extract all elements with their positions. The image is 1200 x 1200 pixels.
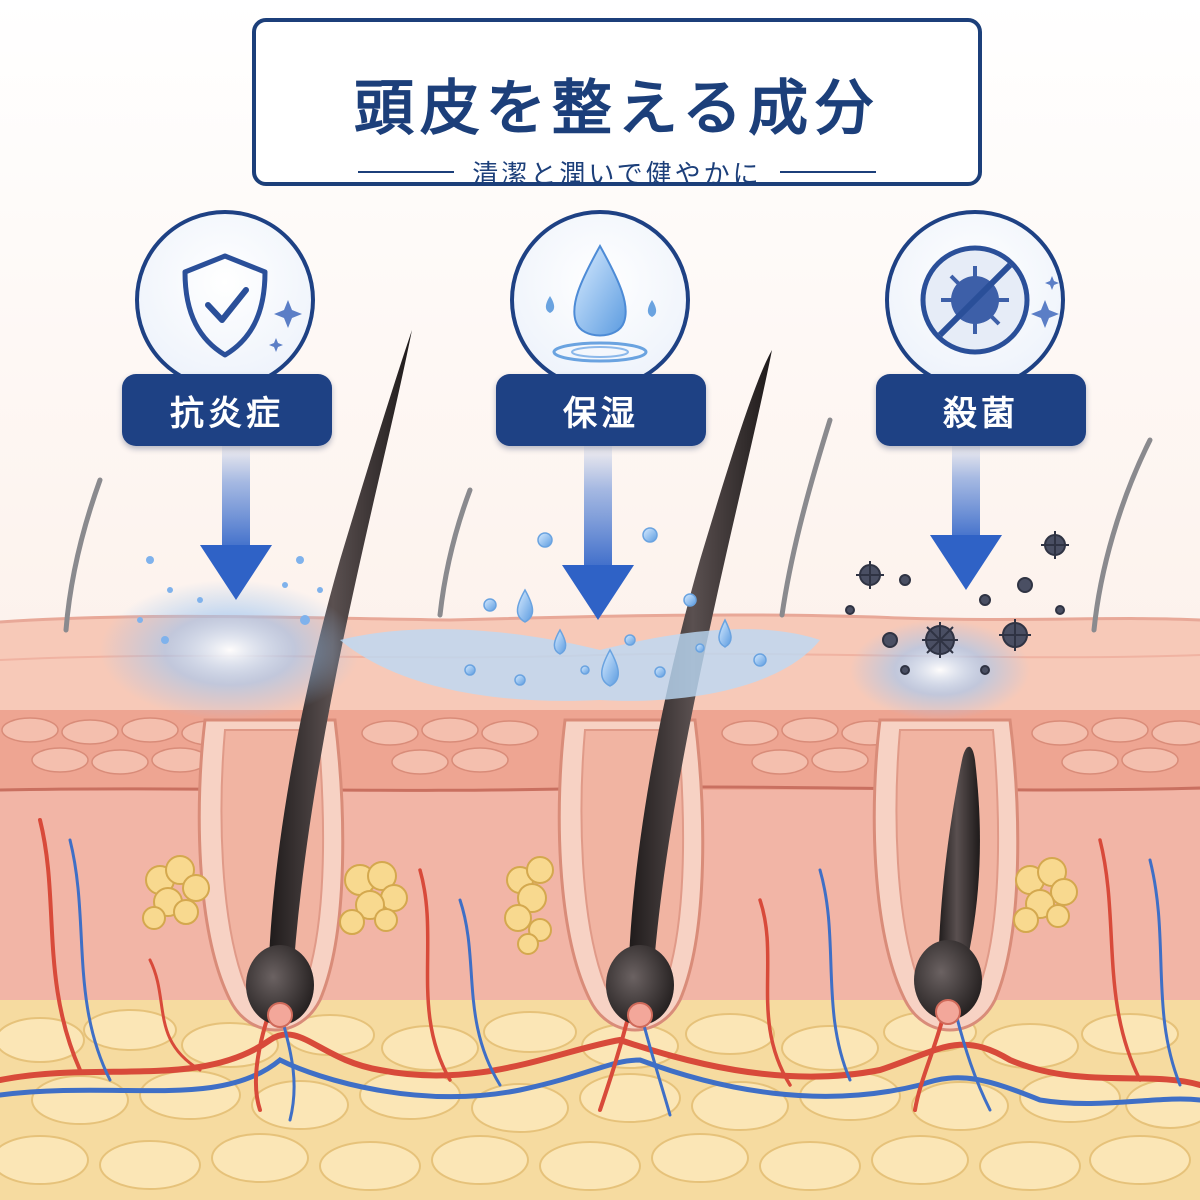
subtitle-divider-right (779, 171, 876, 173)
sebaceous-glands (142, 855, 1078, 955)
benefit-icons (135, 210, 1065, 390)
anti-inflammatory-spray (100, 556, 360, 720)
title-box: 頭皮を整える成分 清潔と潤いで健やかに (252, 18, 982, 190)
label-antibacterial: 殺菌 (876, 374, 1086, 446)
hair-shaft-1 (268, 330, 412, 990)
arrow-anti-inflammatory (200, 440, 272, 600)
subtitle-divider-left (358, 171, 455, 173)
arrow-moisturizing (562, 440, 634, 620)
hair-shaft-3 (938, 746, 980, 990)
hair-bulb-3 (914, 940, 982, 1020)
hair-bulb-1 (246, 945, 314, 1025)
page-subtitle: 清潔と潤いで健やかに (472, 159, 762, 190)
shield-check-icon (135, 210, 315, 390)
moisture-water (340, 527, 820, 701)
arrow-antibacterial (930, 440, 1002, 590)
effect-arrows (200, 440, 1002, 620)
no-germ-icon (885, 210, 1065, 390)
label-moisturizing: 保湿 (496, 374, 706, 446)
label-anti-inflammatory: 抗炎症 (122, 374, 332, 446)
subtitle-row: 清潔と潤いで健やかに (256, 152, 978, 192)
fat-cells (0, 1009, 1200, 1191)
germ-particles (845, 531, 1069, 720)
hair-bulb-2 (606, 945, 674, 1025)
page-title: 頭皮を整える成分 (353, 74, 881, 144)
water-drop-icon (510, 210, 690, 390)
